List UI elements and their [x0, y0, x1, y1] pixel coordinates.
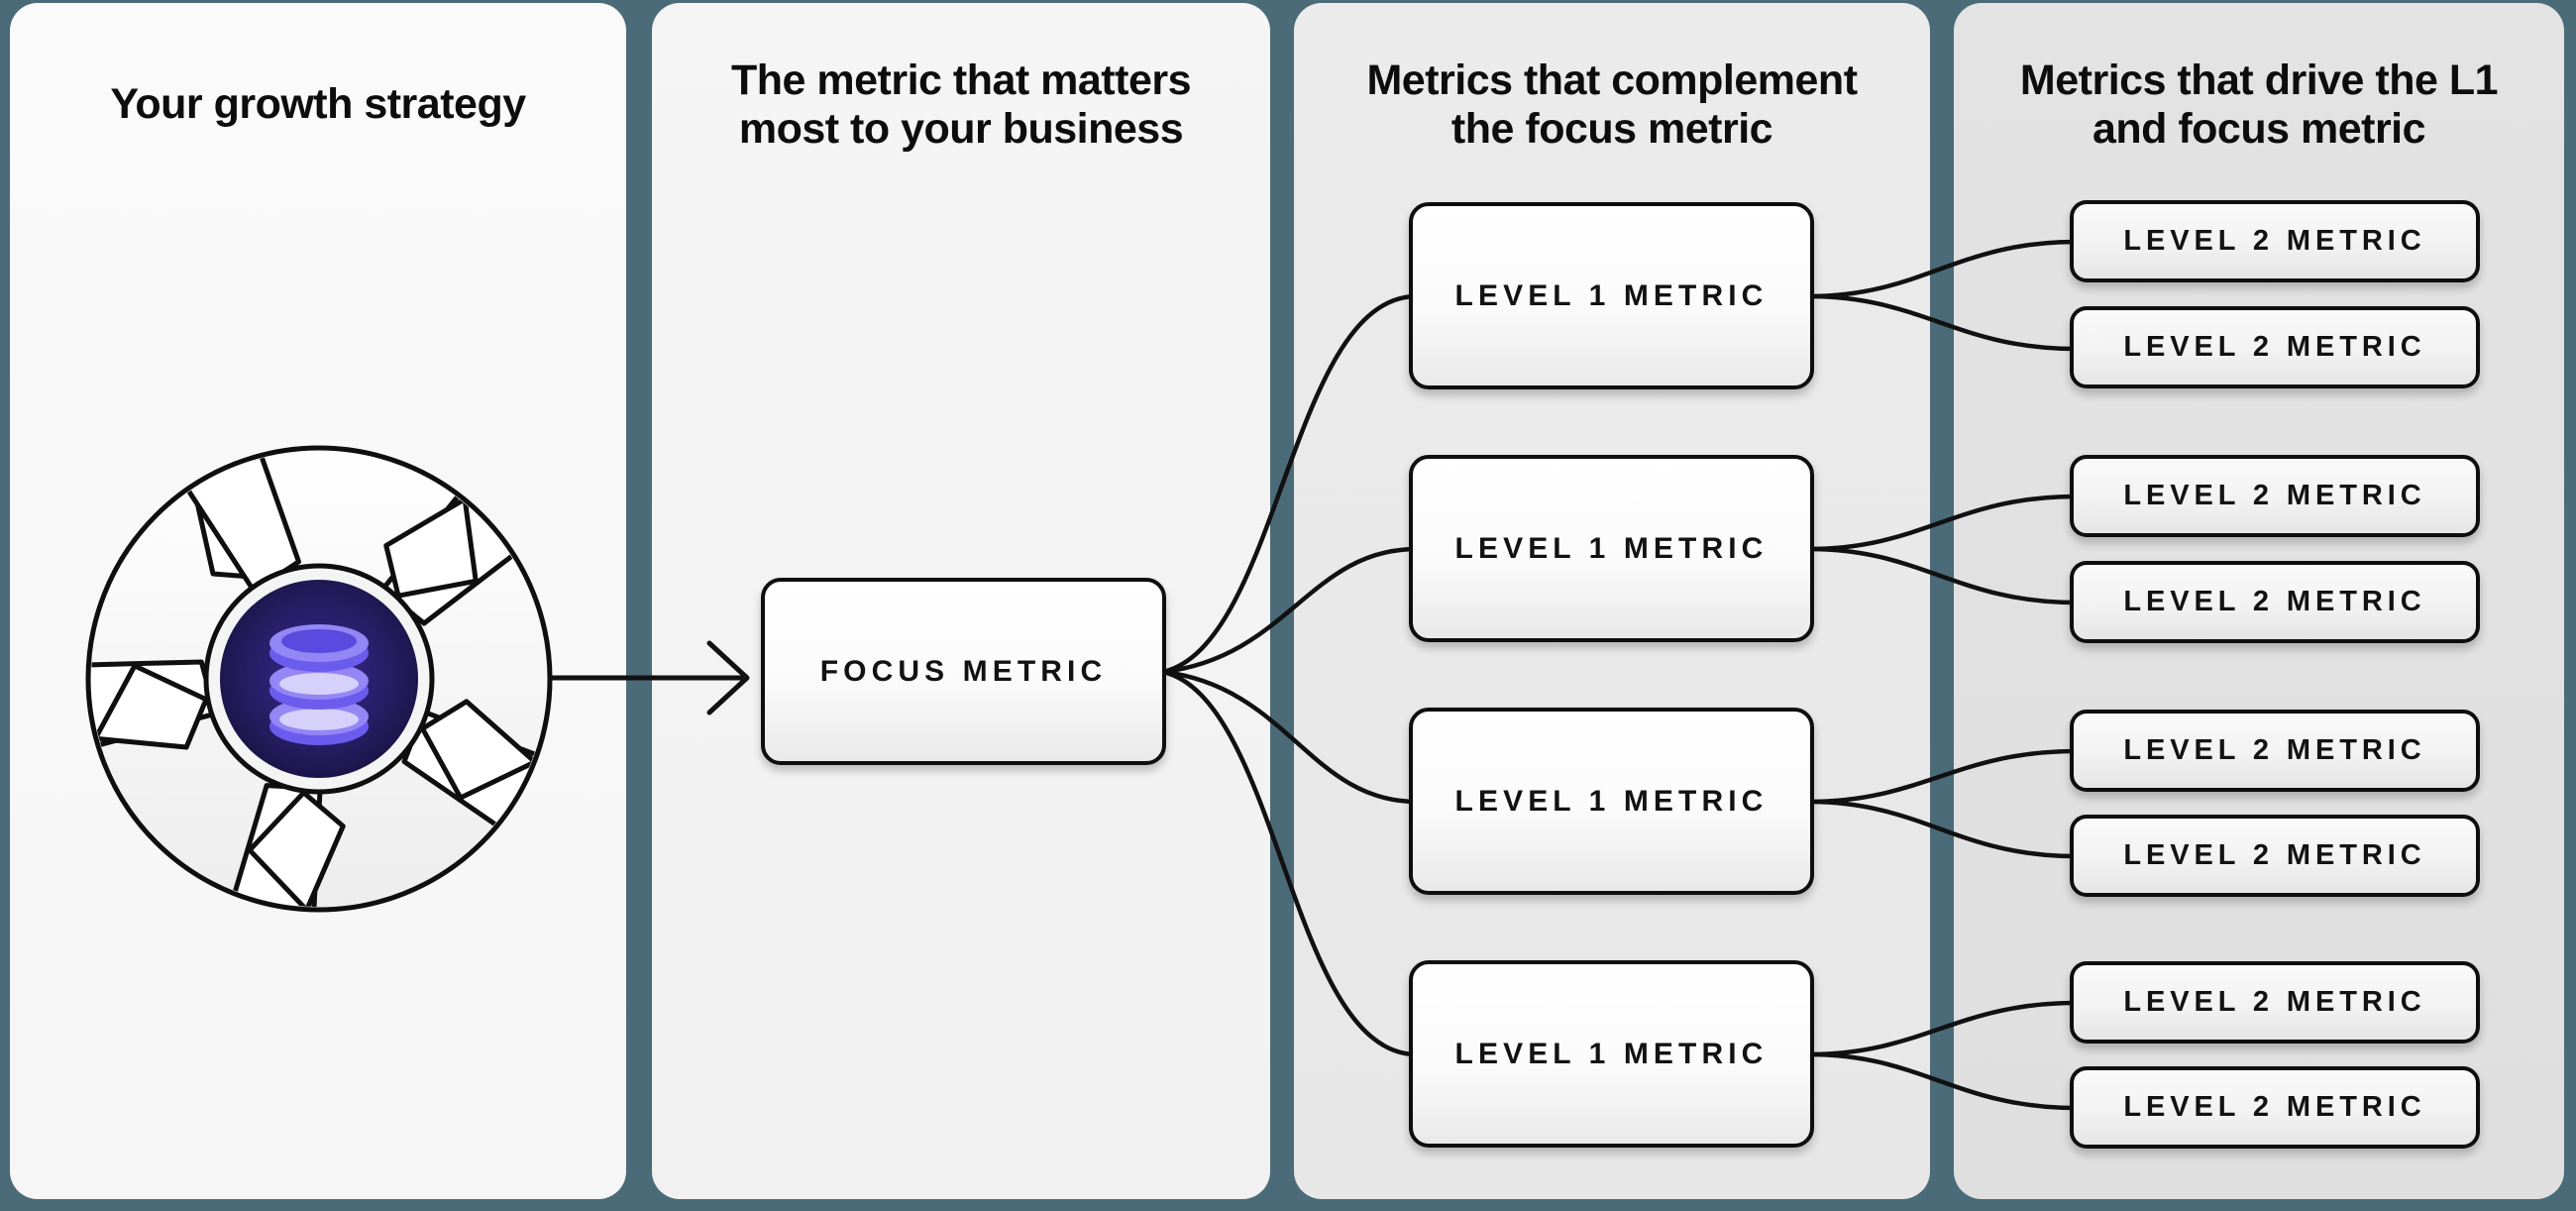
level2-metric-node: LEVEL 2 METRIC — [2070, 1066, 2480, 1149]
level2-metric-node: LEVEL 2 METRIC — [2070, 306, 2480, 388]
panel-title: Metrics that complement the focus metric — [1294, 56, 1930, 154]
node-label: LEVEL 2 METRIC — [2123, 586, 2426, 617]
panel-title-line: most to your business — [738, 105, 1184, 153]
node-label: LEVEL 2 METRIC — [2123, 225, 2426, 257]
node-label: LEVEL 2 METRIC — [2123, 986, 2426, 1018]
level2-metric-node: LEVEL 2 METRIC — [2070, 710, 2480, 792]
level2-metric-node: LEVEL 2 METRIC — [2070, 455, 2480, 537]
node-label: LEVEL 1 METRIC — [1454, 784, 1769, 818]
level2-metric-node: LEVEL 2 METRIC — [2070, 561, 2480, 643]
panel-title-line: Metrics that drive the L1 — [2019, 56, 2499, 104]
panel-title-line: and focus metric — [2092, 105, 2426, 153]
panel-title: The metric that matters most to your bus… — [652, 56, 1270, 154]
node-label: FOCUS METRIC — [819, 654, 1108, 688]
level2-metric-node: LEVEL 2 METRIC — [2070, 200, 2480, 282]
node-label: LEVEL 1 METRIC — [1454, 531, 1769, 565]
panel-title-line: The metric that matters — [730, 56, 1192, 104]
panel-title-line: Metrics that complement — [1366, 56, 1858, 104]
focus-metric-node: FOCUS METRIC — [761, 578, 1166, 765]
node-label: LEVEL 2 METRIC — [2123, 331, 2426, 363]
panel-growth-strategy: Your growth strategy — [10, 3, 626, 1199]
node-label: LEVEL 2 METRIC — [2123, 1091, 2426, 1123]
node-label: LEVEL 2 METRIC — [2123, 734, 2426, 766]
level1-metric-node: LEVEL 1 METRIC — [1409, 960, 1814, 1148]
level1-metric-node: LEVEL 1 METRIC — [1409, 202, 1814, 389]
level1-metric-node: LEVEL 1 METRIC — [1409, 455, 1814, 642]
node-label: LEVEL 2 METRIC — [2123, 480, 2426, 511]
node-label: LEVEL 1 METRIC — [1454, 1037, 1769, 1070]
panel-title-line: Your growth strategy — [110, 80, 526, 128]
panel-title: Metrics that drive the L1 and focus metr… — [1954, 56, 2564, 154]
node-label: LEVEL 2 METRIC — [2123, 839, 2426, 871]
level2-metric-node: LEVEL 2 METRIC — [2070, 961, 2480, 1044]
panel-title: Your growth strategy — [10, 80, 626, 129]
node-label: LEVEL 1 METRIC — [1454, 278, 1769, 312]
level1-metric-node: LEVEL 1 METRIC — [1409, 708, 1814, 895]
level2-metric-node: LEVEL 2 METRIC — [2070, 815, 2480, 897]
panel-title-line: the focus metric — [1450, 105, 1773, 153]
